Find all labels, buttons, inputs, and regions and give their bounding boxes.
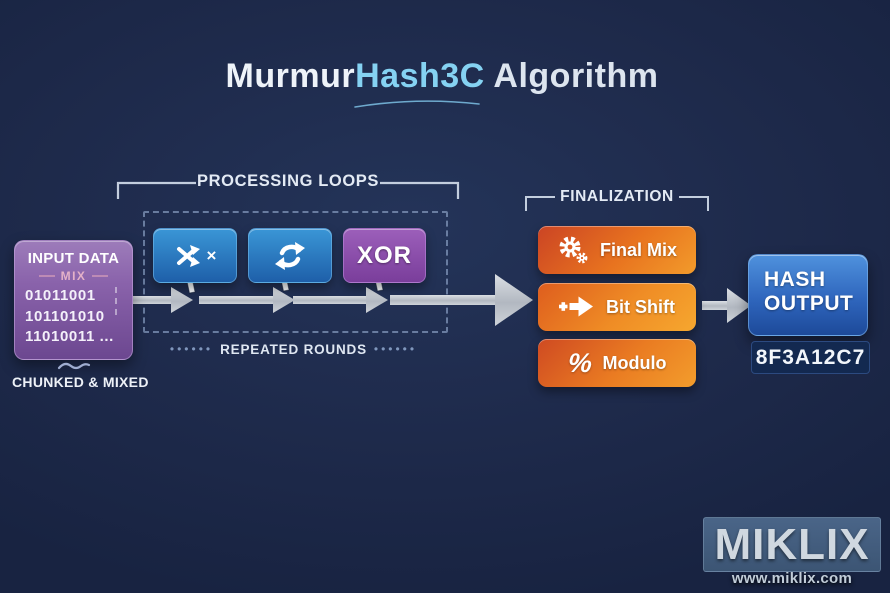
bit-shift-label: Bit Shift	[606, 296, 675, 317]
arrow-step2-step3	[293, 296, 366, 304]
shuffle-multiply-icon	[176, 244, 200, 267]
xor-label: XOR	[356, 241, 412, 269]
miklix-logo-text: MIKLIX	[714, 519, 870, 569]
multiply-sign: ×	[206, 245, 217, 265]
dots-left: ••••••	[169, 342, 214, 356]
mix-multiply-step-box: ×	[153, 228, 237, 283]
rotate-step-box	[248, 228, 332, 283]
processing-loops-label: PROCESSING LOOPS	[197, 172, 379, 190]
hash-output-line1: HASH	[764, 268, 826, 291]
modulo-step: % Modulo	[538, 339, 696, 387]
final-mix-step: Final Mix	[538, 226, 696, 274]
rotate-cycle-icon	[275, 241, 305, 270]
modulo-label: Modulo	[602, 352, 667, 373]
input-data-box: INPUT DATA MIX 01011001 101101010 110100…	[14, 240, 133, 360]
arrow-input-to-loops	[130, 296, 171, 304]
xor-step-box: XOR	[343, 228, 426, 283]
binary-data: 01011001 101101010 11010011 ...	[25, 286, 132, 348]
processing-loops-header: PROCESSING LOOPS	[116, 172, 460, 202]
dots-right: ••••••	[373, 342, 418, 356]
mix-dash-left	[38, 275, 55, 277]
website-url: www.miklix.com	[731, 570, 853, 587]
arrow-finalization-to-output	[702, 301, 727, 310]
processing-loops-region	[143, 211, 448, 333]
finalization-label: FINALIZATION	[560, 188, 674, 205]
hash-output-box: HASH OUTPUT	[748, 254, 868, 336]
miklix-logo: MIKLIX	[703, 517, 881, 572]
repeated-rounds-label: REPEATED ROUNDS	[220, 342, 367, 357]
final-mix-label: Final Mix	[599, 239, 677, 260]
percent-icon: %	[566, 347, 593, 378]
bit-shift-step: Bit Shift	[538, 283, 696, 331]
title-swoosh-underline	[354, 100, 480, 108]
finalization-header: FINALIZATION	[524, 188, 710, 214]
input-data-heading: INPUT DATA	[27, 250, 120, 267]
repeated-rounds: •••••• REPEATED ROUNDS ••••••	[143, 341, 444, 359]
title-suffix: Algorithm	[484, 57, 659, 95]
hash-value: 8F3A12C7	[751, 341, 870, 374]
binary-line: 11010011 ...	[25, 328, 114, 345]
bracket-lines	[116, 181, 460, 199]
mix-row: MIX	[15, 269, 132, 283]
mix-dash-right	[92, 275, 109, 277]
gears-icon	[559, 236, 588, 264]
arrow-step1-step2	[199, 296, 273, 304]
hash-output-line2: OUTPUT	[764, 292, 854, 315]
chunked-mixed-caption: CHUNKED & MIXED	[12, 374, 149, 390]
page-title: MurmurHash3C Algorithm	[0, 57, 884, 96]
plus-arrow-icon	[559, 296, 593, 317]
bracket-lines	[525, 196, 709, 211]
mix-label: MIX	[60, 269, 87, 283]
title-highlight: Hash3C	[355, 57, 485, 95]
squiggle-connector	[57, 362, 91, 370]
binary-line: 101101010	[25, 307, 105, 325]
arrow-loops-to-finalization	[390, 295, 495, 305]
binary-line: 01011001	[25, 287, 96, 304]
text-cursor	[115, 287, 117, 315]
title-prefix: Murmur	[225, 57, 356, 95]
